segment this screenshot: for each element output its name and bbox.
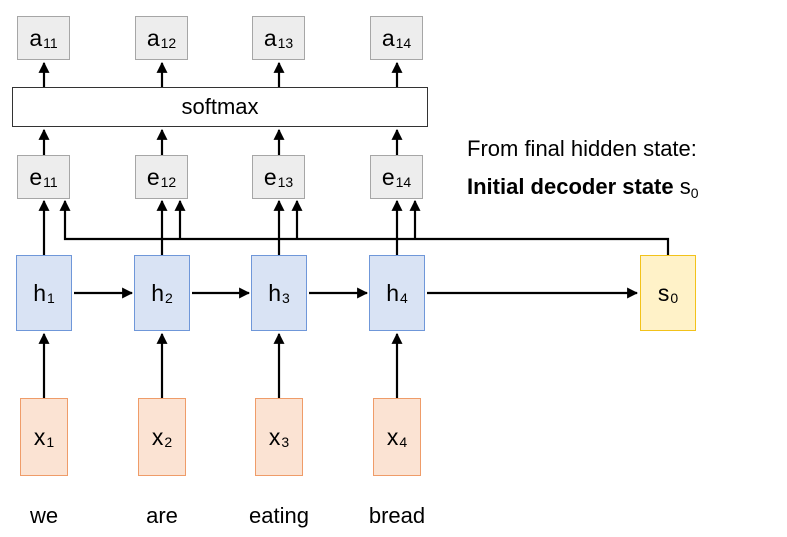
annotation-line-1: From final hidden state: [467,136,697,161]
word-are: are [146,503,178,528]
word-we: we [29,503,59,528]
word-bread: bread [368,503,426,528]
softmax-layer: softmax [12,87,428,127]
annotation-line-2: Initial decoder state s0 [467,174,699,201]
word-eating: eating [249,503,309,528]
